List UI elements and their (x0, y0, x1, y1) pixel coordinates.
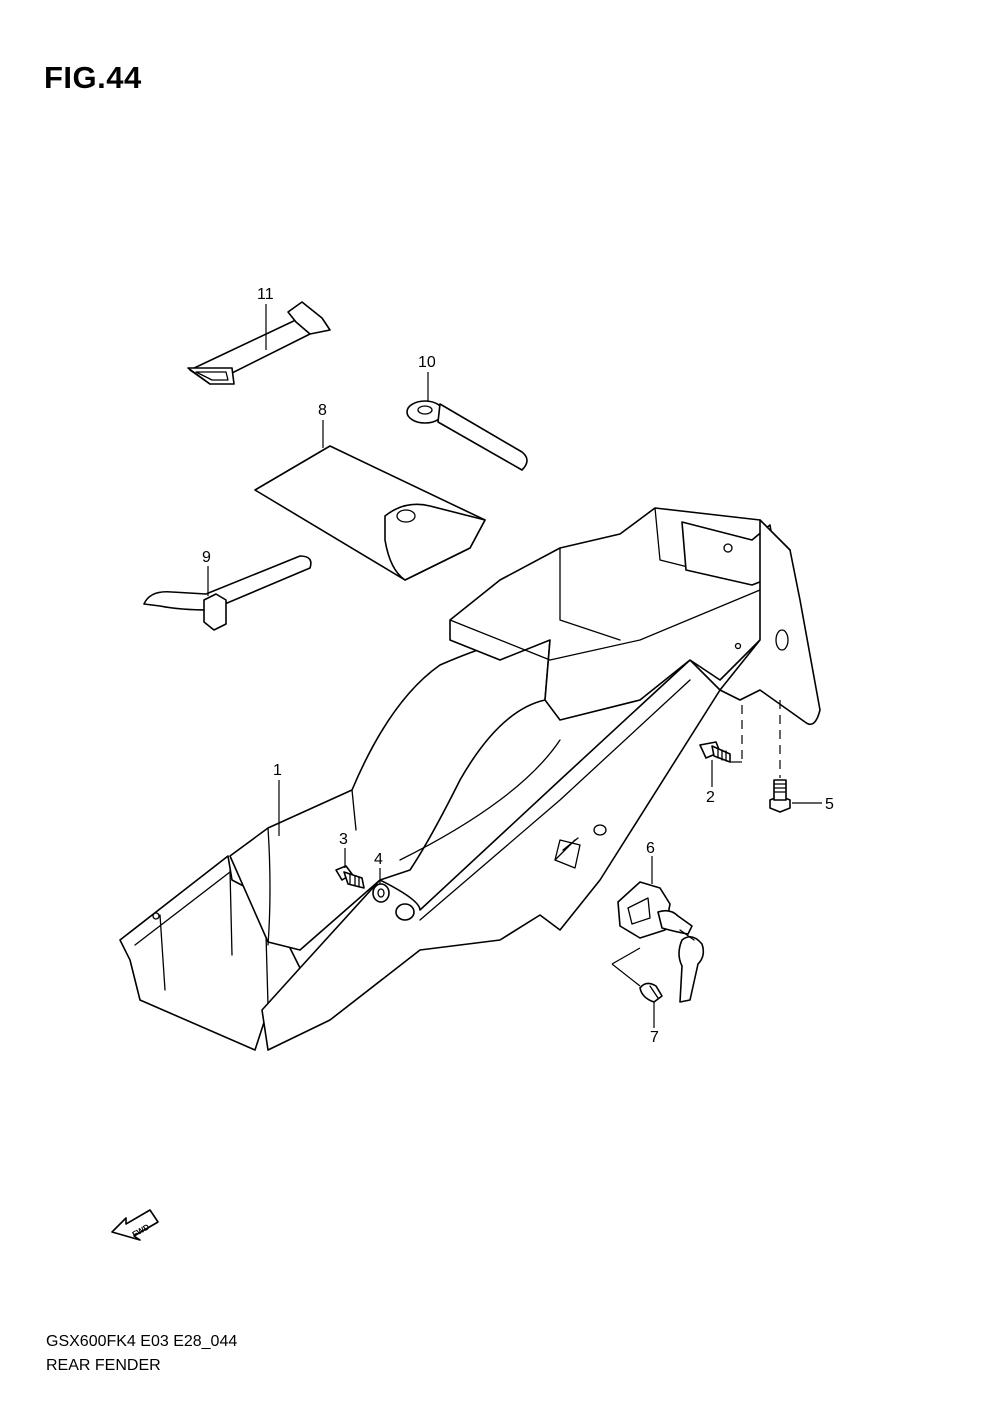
callout-1: 1 (273, 762, 282, 779)
part-5-bolt[interactable] (769, 779, 791, 813)
diagram-footer: GSX600FK4 E03 E28_044 REAR FENDER (46, 1330, 237, 1378)
part-6-seat-lock[interactable] (617, 881, 705, 1003)
fwd-arrow-icon: FWD (111, 1209, 159, 1241)
part-11-strap[interactable] (187, 301, 331, 385)
leader-lines (207, 304, 822, 1028)
callout-8: 8 (318, 402, 327, 419)
callout-3: 3 (339, 831, 348, 848)
figure-title: FIG.44 (44, 60, 142, 95)
callout-4: 4 (374, 851, 383, 868)
part-9-spanner[interactable] (143, 555, 312, 631)
part-1-rear-fender[interactable] (119, 507, 821, 1051)
part-3-bolt[interactable] (335, 865, 365, 889)
part-4-washer[interactable] (372, 883, 390, 903)
callout-7: 7 (650, 1029, 659, 1046)
part-7-screw[interactable] (639, 982, 663, 1003)
diagram-code: GSX600FK4 E03 E28_044 (46, 1333, 238, 1350)
diagram-name: REAR FENDER (46, 1357, 161, 1374)
callout-2: 2 (706, 789, 715, 806)
callout-6: 6 (646, 840, 655, 857)
callout-10: 10 (418, 354, 436, 371)
part-8-tool-bag[interactable] (254, 445, 486, 581)
callout-11: 11 (257, 286, 274, 303)
part-2-bolt[interactable] (699, 741, 731, 763)
callout-9: 9 (202, 549, 211, 566)
callout-5: 5 (825, 796, 834, 813)
part-10-wrench[interactable] (406, 400, 528, 471)
